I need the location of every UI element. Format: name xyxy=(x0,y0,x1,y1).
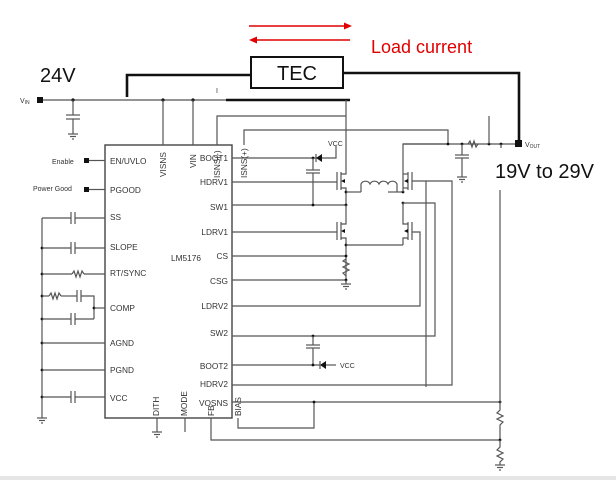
top-pins: VISNS VIN ISNS(-) ISNS(+) xyxy=(158,148,249,178)
pin-ldrv1: LDRV1 xyxy=(201,227,228,237)
boot1-diode xyxy=(315,146,337,162)
pin-ss: SS xyxy=(110,212,122,222)
output-sense-resistor xyxy=(467,139,479,149)
arrow-left-head xyxy=(249,36,257,44)
ss-capacitor xyxy=(42,212,105,224)
vout-range-label: 19V to 29V xyxy=(495,161,595,183)
tec-left-wire xyxy=(125,73,251,97)
ic-body xyxy=(104,144,233,419)
slope-capacitor xyxy=(40,242,105,254)
pin-agnd: AGND xyxy=(110,338,134,348)
pin-vin: VIN xyxy=(188,154,198,168)
arrow-right-head xyxy=(344,22,352,30)
load-current-label: Load current xyxy=(371,37,472,57)
pin-pgood: PGOOD xyxy=(110,185,141,195)
power-good-label: Power Good xyxy=(33,186,72,193)
pin-vosns: VOSNS xyxy=(199,398,229,408)
pin-mode: MODE xyxy=(179,391,189,416)
pin-comp: COMP xyxy=(110,303,135,313)
pin-boot2: BOOT2 xyxy=(200,361,229,371)
mosfet-q4 xyxy=(232,203,421,307)
vin-label: VIN xyxy=(20,98,30,106)
pin-isns-plus: ISNS(+) xyxy=(239,148,249,178)
pin-hdrv2: HDRV2 xyxy=(200,379,228,389)
load-current-arrows xyxy=(249,22,352,44)
bottom-pins: DITH MODE FB BIAS xyxy=(151,391,243,416)
pin-boot1: BOOT1 xyxy=(200,153,229,163)
comp-network xyxy=(40,290,105,325)
pin-cs: CS xyxy=(216,251,228,261)
vin-voltage-label: 24V xyxy=(40,65,76,87)
pin-csg: CSG xyxy=(210,276,228,286)
boot2-diode xyxy=(319,361,336,369)
pin-visns: VISNS xyxy=(158,152,168,177)
enable-terminal[interactable] xyxy=(84,158,89,163)
pin-vcc: VCC xyxy=(110,393,128,403)
pin-en-uvlo: EN/UVLO xyxy=(110,156,147,166)
feedback-divider xyxy=(495,402,505,471)
vout-terminal[interactable] xyxy=(515,140,522,147)
tick-mark: I xyxy=(216,88,218,95)
sense-resistor xyxy=(341,258,351,277)
vcc-capacitor xyxy=(40,391,105,403)
vout-label: VOUT xyxy=(525,142,540,150)
pin-slope: SLOPE xyxy=(110,242,138,252)
enable-label: Enable xyxy=(52,159,74,166)
pin-sw2: SW2 xyxy=(210,328,228,338)
mosfet-q3 xyxy=(403,172,427,387)
right-pins: BOOT1 HDRV1 SW1 LDRV1 CS CSG LDRV2 SW2 B… xyxy=(199,153,229,408)
pin-pgnd: PGND xyxy=(110,365,134,375)
pin-isns-minus: ISNS(-) xyxy=(212,150,222,178)
pin-ldrv2: LDRV2 xyxy=(201,301,228,311)
vcc-label-bottom: VCC xyxy=(340,363,355,370)
pin-rt-sync: RT/SYNC xyxy=(110,268,146,278)
ic-part-label: LM5176 xyxy=(171,253,201,263)
mosfet-q1 xyxy=(336,155,347,205)
pin-dith: DITH xyxy=(151,397,161,416)
input-capacitor xyxy=(66,100,80,140)
vin-terminal[interactable] xyxy=(37,97,43,103)
pin-sw1: SW1 xyxy=(210,202,228,212)
output-capacitor xyxy=(455,144,469,183)
bottom-border xyxy=(0,476,616,480)
pin-bias: BIAS xyxy=(233,397,243,416)
power-good-terminal[interactable] xyxy=(84,187,89,192)
pin-fb: FB xyxy=(206,405,216,416)
vcc-label-top: VCC xyxy=(328,141,343,148)
inductor xyxy=(346,180,403,193)
tec-right-wire xyxy=(343,71,521,144)
left-pins: EN/UVLO PGOOD SS SLOPE RT/SYNC COMP AGND… xyxy=(110,156,147,403)
rt-resistor xyxy=(40,269,105,279)
tec-label: TEC xyxy=(277,63,317,85)
pin-hdrv1: HDRV1 xyxy=(200,177,228,187)
mosfet-q2 xyxy=(336,205,347,283)
